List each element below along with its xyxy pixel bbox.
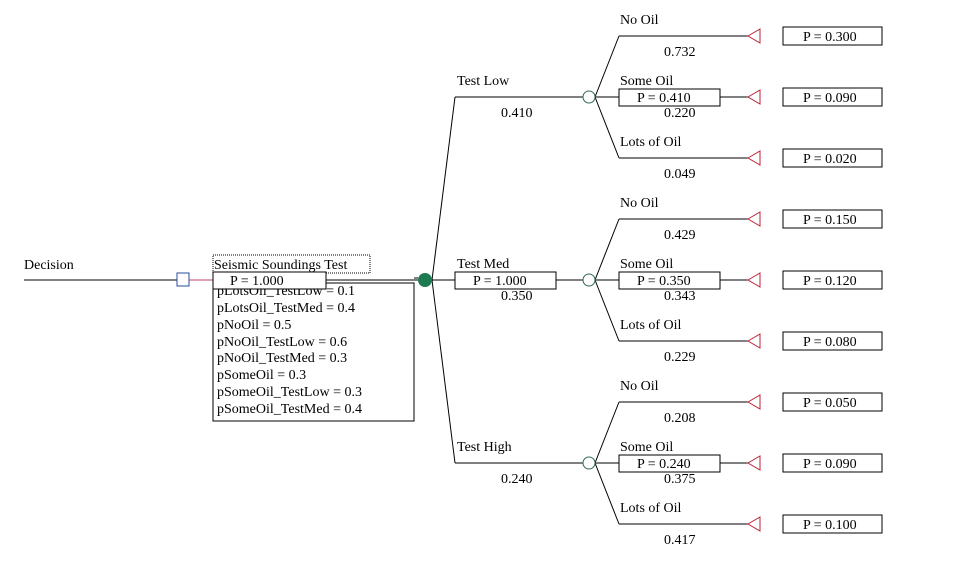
payoff-box[interactable] [782, 331, 883, 351]
chance-node-icon[interactable] [418, 273, 432, 287]
branch-edge [431, 279, 456, 464]
terminal-node-icon[interactable] [747, 394, 761, 410]
node-prob-text: P = 0.410 [637, 91, 691, 106]
outcome-prob: 0.208 [664, 411, 696, 426]
node-prob-box[interactable] [618, 454, 721, 473]
outcome-label: Lots of Oil [620, 318, 682, 333]
terminal-node-icon[interactable] [747, 89, 761, 105]
variable-item: pSomeOil_TestLow = 0.3 [217, 385, 362, 400]
chance-node-icon[interactable] [582, 90, 596, 104]
variable-item: pLotsOil_TestMed = 0.4 [217, 301, 355, 316]
payoff-text: P = 0.020 [803, 152, 857, 167]
branch-prob-box-text: P = 1.000 [473, 274, 527, 289]
node-prob-box[interactable] [618, 88, 721, 107]
variable-item: pNoOil_TestMed = 0.3 [217, 351, 347, 366]
payoff-text: P = 0.090 [803, 457, 857, 472]
outcome-label: Some Oil [620, 257, 673, 272]
outcome-prob: 0.343 [664, 289, 696, 304]
payoff-text: P = 0.080 [803, 335, 857, 350]
variables-box[interactable] [212, 282, 415, 422]
outcome-label: No Oil [620, 196, 659, 211]
branch-edge [431, 96, 456, 281]
payoff-box[interactable] [782, 148, 883, 168]
outcome-prob: 0.375 [664, 472, 696, 487]
payoff-box[interactable] [782, 392, 883, 412]
payoff-box[interactable] [782, 453, 883, 473]
root-prob-text: P = 1.000 [230, 274, 284, 289]
payoff-box[interactable] [782, 270, 883, 290]
payoff-box[interactable] [782, 209, 883, 229]
outcome-prob: 0.417 [664, 533, 696, 548]
payoff-text: P = 0.100 [803, 518, 857, 533]
outcome-prob: 0.049 [664, 167, 696, 182]
branch-prob: 0.410 [501, 106, 533, 121]
chance-node-icon[interactable] [582, 273, 596, 287]
node-label: Seismic Soundings Test [214, 258, 347, 273]
outcome-prob: 0.732 [664, 45, 696, 60]
outcome-label: No Oil [620, 13, 659, 28]
outcome-prob: 0.429 [664, 228, 696, 243]
outcome-edge [594, 279, 620, 342]
outcome-prob: 0.220 [664, 106, 696, 121]
payoff-box[interactable] [782, 514, 883, 534]
outcome-edge [594, 35, 620, 98]
terminal-node-icon[interactable] [747, 150, 761, 166]
terminal-node-icon[interactable] [747, 272, 761, 288]
chance-node-icon[interactable] [582, 456, 596, 470]
branch-prob-box[interactable] [454, 271, 557, 290]
outcome-edge [594, 462, 620, 525]
outcome-label: Lots of Oil [620, 135, 682, 150]
terminal-node-icon[interactable] [747, 211, 761, 227]
branch-label: Test Low [457, 74, 510, 89]
payoff-text: P = 0.150 [803, 213, 857, 228]
outcome-edge [594, 401, 620, 464]
terminal-node-icon[interactable] [747, 516, 761, 532]
node-label-box[interactable] [212, 254, 371, 274]
variable-item: pNoOil_TestLow = 0.6 [217, 335, 347, 350]
node-prob-text: P = 0.240 [637, 457, 691, 472]
payoff-text: P = 0.090 [803, 91, 857, 106]
root-label: Decision [24, 258, 74, 273]
outcome-label: No Oil [620, 379, 659, 394]
variable-item: pSomeOil = 0.3 [217, 368, 306, 383]
outcome-label: Some Oil [620, 74, 673, 89]
payoff-box[interactable] [782, 87, 883, 107]
outcome-prob: 0.229 [664, 350, 696, 365]
decision-node-icon[interactable] [176, 272, 190, 287]
root-prob-box[interactable] [212, 271, 327, 290]
payoff-text: P = 0.050 [803, 396, 857, 411]
terminal-node-icon[interactable] [747, 333, 761, 349]
branch-prob: 0.240 [501, 472, 533, 487]
outcome-label: Lots of Oil [620, 501, 682, 516]
variable-item: pNoOil = 0.5 [217, 318, 291, 333]
outcome-label: Some Oil [620, 440, 673, 455]
terminal-node-icon[interactable] [747, 28, 761, 44]
branch-label: Test High [457, 440, 512, 455]
node-prob-text: P = 0.350 [637, 274, 691, 289]
payoff-text: P = 0.300 [803, 30, 857, 45]
branch-label: Test Med [457, 257, 509, 272]
variable-item: pSomeOil_TestMed = 0.4 [217, 402, 362, 417]
outcome-edge [594, 96, 620, 159]
node-prob-box[interactable] [618, 271, 721, 290]
payoff-text: P = 0.120 [803, 274, 857, 289]
outcome-edge [594, 218, 620, 281]
variables-list: pLotsOil_TestLow = 0.1 pLotsOil_TestMed … [217, 284, 362, 417]
branch-prob: 0.350 [501, 289, 533, 304]
payoff-box[interactable] [782, 26, 883, 46]
terminal-node-icon[interactable] [747, 455, 761, 471]
